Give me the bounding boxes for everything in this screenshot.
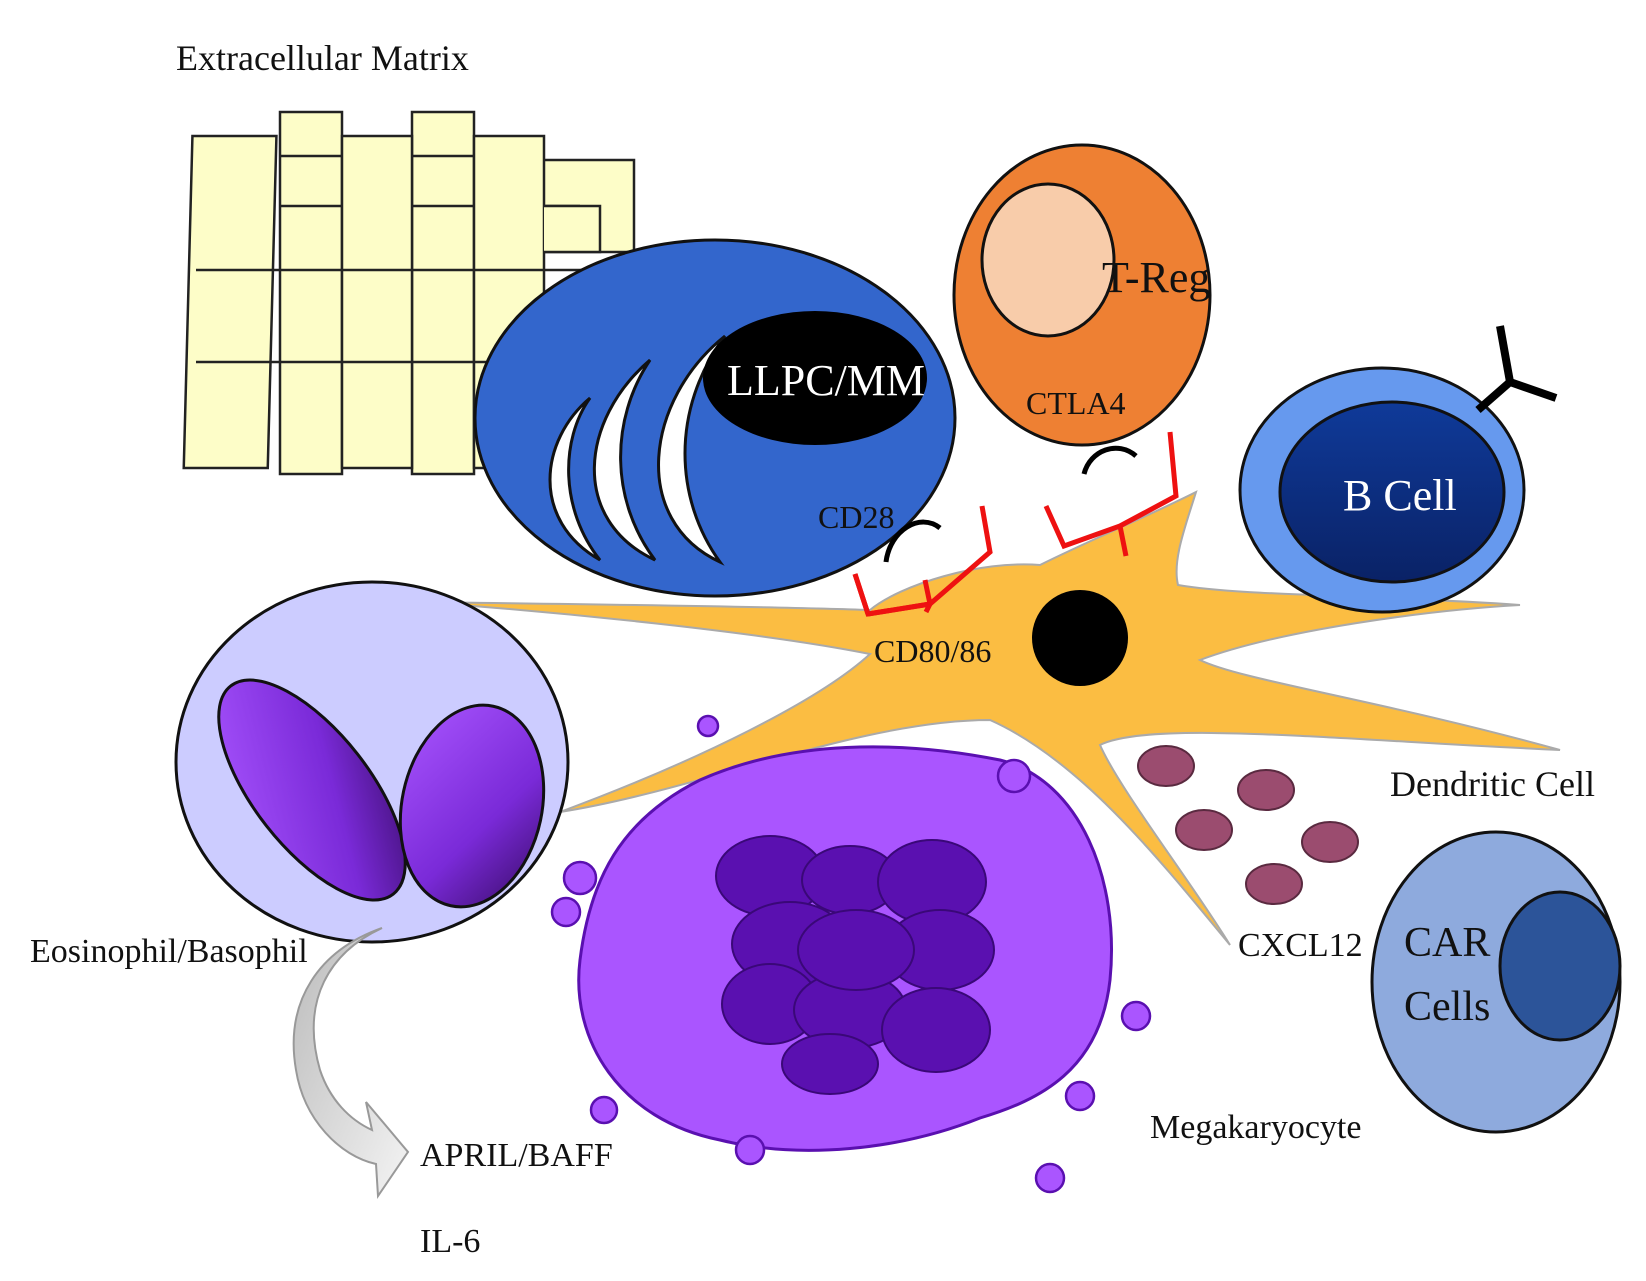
secretion-arrow (292, 927, 410, 1199)
llpc-crescent-1 (548, 396, 602, 562)
dendritic-cell (419, 490, 1561, 946)
cd80-86-receptor-left (852, 505, 993, 617)
eosinophil-basophil-label: Eosinophil/Basophil (30, 933, 308, 970)
llpc-mm-label: LLPC/MM (727, 356, 925, 405)
megakaryocyte (550, 714, 1152, 1194)
b-cell (1238, 325, 1558, 614)
dendritic-nucleus (1032, 590, 1128, 686)
april-baff-label: APRIL/BAFF (420, 1137, 613, 1174)
t-reg-nucleus (980, 182, 1116, 338)
ctla4-ligand (1081, 445, 1138, 475)
llpc-crescent-3 (657, 334, 727, 566)
cxcl12-label: CXCL12 (1238, 927, 1363, 964)
eosinophil-basophil-cell (174, 580, 570, 944)
megakaryocyte-blebs (550, 714, 1152, 1194)
cxcl12-molecules (1137, 745, 1359, 905)
cd28-label: CD28 (818, 499, 894, 535)
megakaryocyte-nucleus (715, 835, 995, 1095)
dendritic-cell-label: Dendritic Cell (1390, 764, 1595, 804)
eosinophil-lobe-right (398, 703, 546, 909)
car-cells (1370, 830, 1622, 1134)
car-cells-label-line1: CAR (1404, 920, 1490, 966)
llpc-mm-cell (473, 238, 957, 598)
megakaryocyte-label: Megakaryocyte (1150, 1109, 1361, 1146)
antibody-icon (1475, 325, 1558, 414)
extracellular-matrix-label: Extracellular Matrix (176, 38, 469, 78)
il6-label: IL-6 (420, 1223, 480, 1260)
t-reg-label: T-Reg (1102, 253, 1210, 302)
b-cell-label: B Cell (1343, 471, 1457, 520)
cd80-86-label: CD80/86 (874, 633, 991, 669)
cd80-86-receptor-right (1043, 431, 1179, 557)
ctla4-label: CTLA4 (1026, 385, 1126, 421)
eosinophil-lobe-left (217, 678, 407, 902)
cd28-ligand (883, 519, 942, 563)
car-cells-label-line2: Cells (1404, 984, 1490, 1030)
t-reg-cell (952, 143, 1212, 447)
b-cell-nucleus (1278, 400, 1506, 584)
llpc-nucleus (703, 311, 927, 445)
llpc-crescent-2 (592, 358, 657, 562)
car-cells-nucleus (1498, 890, 1622, 1042)
